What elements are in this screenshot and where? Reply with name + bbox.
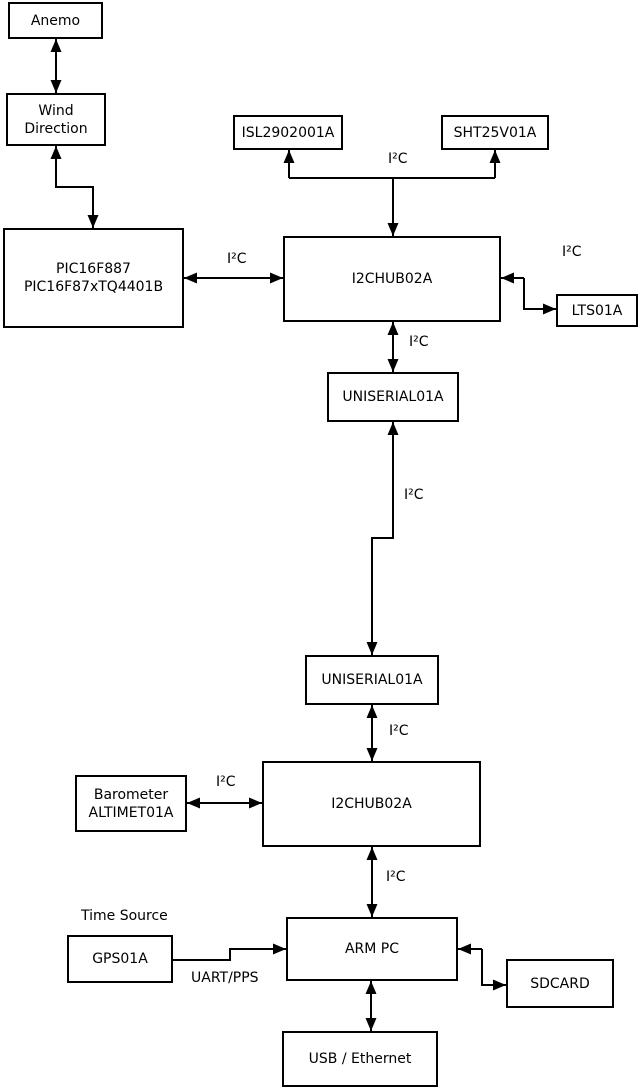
node-gps01a: GPS01A xyxy=(67,935,173,983)
node-pic16f887: PIC16F887 PIC16F87xTQ4401B xyxy=(3,228,184,328)
node-sdcard: SDCARD xyxy=(506,959,614,1008)
edge-label-i2c-hub-lts: I²C xyxy=(562,244,582,260)
node-uniserial01a-bottom: UNISERIAL01A xyxy=(305,655,439,705)
node-barometer: Barometer ALTIMET01A xyxy=(75,775,187,832)
edge-label-i2c-uniserial-link: I²C xyxy=(404,487,424,503)
node-arm-pc-label: ARM PC xyxy=(344,941,400,957)
node-uniserial01a-top-label: UNISERIAL01A xyxy=(342,389,444,405)
node-wind-direction-line1: Wind xyxy=(38,102,74,119)
edge-label-i2c-barometer-hub2: I²C xyxy=(216,774,236,790)
node-lts01a: LTS01A xyxy=(556,294,638,327)
node-lts01a-label: LTS01A xyxy=(571,302,623,319)
node-sdcard-label: SDCARD xyxy=(530,975,590,992)
node-i2chub02a-top: I2CHUB02A xyxy=(283,236,501,322)
node-isl2902001a: ISL2902001A xyxy=(233,115,343,150)
node-sht25v01a: SHT25V01A xyxy=(441,115,549,150)
node-isl2902001a-label: ISL2902001A xyxy=(241,124,335,141)
node-i2chub02a-bottom-label: I2CHUB02A xyxy=(331,796,412,812)
edge-label-i2c-uniserial-hub2: I²C xyxy=(389,723,409,739)
edge-label-time-source: Time Source xyxy=(81,908,168,924)
edge-uni1-uni2 xyxy=(366,422,394,655)
node-wind-direction-line2: Direction xyxy=(24,120,88,137)
node-i2chub02a-bottom: I2CHUB02A xyxy=(262,761,481,847)
node-wind-direction: Wind Direction xyxy=(6,93,106,146)
edge-wind-pic-down xyxy=(55,146,99,228)
node-pic16f887-line1: PIC16F887 xyxy=(56,261,131,277)
node-anemo-label: Anemo xyxy=(30,12,81,29)
edge-label-i2c-hub2-armpc: I²C xyxy=(386,869,406,885)
node-i2chub02a-top-label: I2CHUB02A xyxy=(351,271,433,287)
edge-label-uart-pps: UART/PPS xyxy=(191,970,259,986)
node-arm-pc: ARM PC xyxy=(286,917,458,981)
edge-hub-lts xyxy=(523,278,556,315)
edge-arm-sdcard xyxy=(481,949,506,991)
node-barometer-line2: ALTIMET01A xyxy=(88,804,174,821)
node-uniserial01a-bottom-label: UNISERIAL01A xyxy=(321,672,423,688)
node-barometer-line1: Barometer xyxy=(93,786,169,803)
edge-label-i2c-sensor-branch: I²C xyxy=(388,151,408,167)
edge-label-i2c-pic-hub: I²C xyxy=(227,251,247,267)
node-uniserial01a-top: UNISERIAL01A xyxy=(327,372,459,422)
node-anemo: Anemo xyxy=(8,2,103,39)
node-usb-ethernet-label: USB / Ethernet xyxy=(308,1051,412,1067)
node-gps01a-label: GPS01A xyxy=(92,951,148,967)
node-sht25v01a-label: SHT25V01A xyxy=(453,124,537,141)
edge-gps-arm xyxy=(173,943,286,961)
node-usb-ethernet: USB / Ethernet xyxy=(282,1031,438,1087)
edge-label-i2c-hub-uniserial: I²C xyxy=(409,334,429,350)
node-pic16f887-line2: PIC16F87xTQ4401B xyxy=(23,279,164,295)
